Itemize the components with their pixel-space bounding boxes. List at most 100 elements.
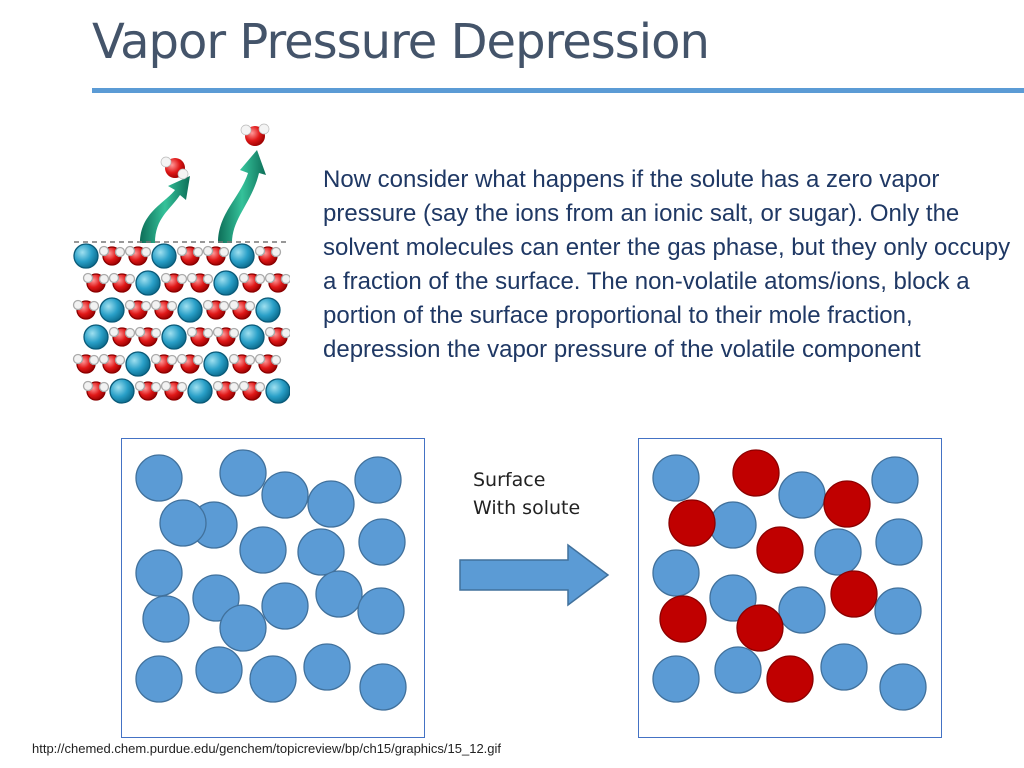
ion-particle [125,351,151,377]
solvent-particle [814,528,862,576]
solvent-particle [219,604,267,652]
solute-particle [668,499,716,547]
right-arrow-icon [459,543,610,607]
water-hydrogen [186,272,198,284]
water-hydrogen [88,300,100,312]
water-hydrogen [88,354,100,366]
water-hydrogen [244,354,256,366]
water-hydrogen [72,353,84,365]
ion-particle [99,297,125,323]
solute-particle [823,480,871,528]
water-hydrogen [186,326,198,338]
water-hydrogen [124,273,136,285]
solvent-particle [142,595,190,643]
solute-solvent-particles [652,449,927,711]
solvent-particle [709,501,757,549]
solvent-particle [357,587,405,635]
water-hydrogen [228,327,240,339]
water-hydrogen [124,245,136,257]
water-hydrogen [124,299,136,311]
water-hydrogen [98,353,110,365]
solute-particle [766,655,814,703]
solvent-particle [652,454,700,502]
solvent-particle [135,454,183,502]
water-hydrogen [218,300,230,312]
solvent-particle [297,528,345,576]
solute-particle [736,604,784,652]
solvent-particle [192,574,240,622]
water-hydrogen [82,380,94,392]
solvent-particle [195,646,243,694]
arrow-label: Surface With solute [473,466,580,522]
solvent-particle [709,574,757,622]
ion-particle [73,243,99,269]
water-hydrogen [280,273,292,285]
solution-surface-illustration [70,118,292,408]
water-hydrogen [150,327,162,339]
solute-particle [756,526,804,574]
solvent-particle [261,582,309,630]
body-paragraph: Now consider what happens if the solute … [323,166,1011,363]
pure-solvent-particles [135,449,407,711]
solvent-particle [359,663,407,711]
solute-particle [659,595,707,643]
ion-particle [239,324,265,350]
water-hydrogen [270,354,282,366]
water-hydrogen [254,381,266,393]
water-hydrogen [280,327,292,339]
water-hydrogen [218,246,230,258]
solvent-particle [820,643,868,691]
water-hydrogen [176,353,188,365]
solvent-particle [159,499,207,547]
water-hydrogen [114,246,126,258]
water-hydrogen [140,300,152,312]
water-hydrogen [176,245,188,257]
solvent-particle [219,449,267,497]
solvent-particle [307,480,355,528]
water-hydrogen [134,380,146,392]
solute-surface-box [638,438,942,738]
solute-particle [732,449,780,497]
arrow-label-line-1: Surface [473,469,546,491]
water-hydrogen [202,245,214,257]
water-hydrogen [270,246,282,258]
water-hydrogen [264,326,276,338]
ion-particle [151,243,177,269]
solvent-particle [239,526,287,574]
water-hydrogen [150,353,162,365]
water-hydrogen [238,272,250,284]
solute-particle [830,570,878,618]
water-hydrogen [166,354,178,366]
water-hydrogen [108,272,120,284]
ion-particle [265,378,291,404]
water-hydrogen [134,326,146,338]
water-hydrogen [202,327,214,339]
ion-particle [135,270,161,296]
ion-particle [213,270,239,296]
title-underline [92,88,1024,93]
solvent-particle [879,663,927,711]
water-hydrogen [244,300,256,312]
water-hydrogen [160,272,172,284]
solvent-particle [358,518,406,566]
ion-particle [109,378,135,404]
water-hydrogen [212,380,224,392]
water-hydrogen [166,300,178,312]
solvent-particle [778,586,826,634]
ion-particle [229,243,255,269]
water-hydrogen [254,353,266,365]
solvent-particle [875,518,923,566]
solvent-particle [714,646,762,694]
solvent-particle [874,587,922,635]
solvent-particle [135,655,183,703]
water-hydrogen [150,299,162,311]
solvent-particle [315,570,363,618]
solvent-particle [135,549,183,597]
water-hydrogen [192,354,204,366]
water-hydrogen [98,273,110,285]
water-hydrogen [140,246,152,258]
water-hydrogen [202,299,214,311]
water-hydrogen [160,380,172,392]
water-hydrogen [72,299,84,311]
water-hydrogen [202,273,214,285]
